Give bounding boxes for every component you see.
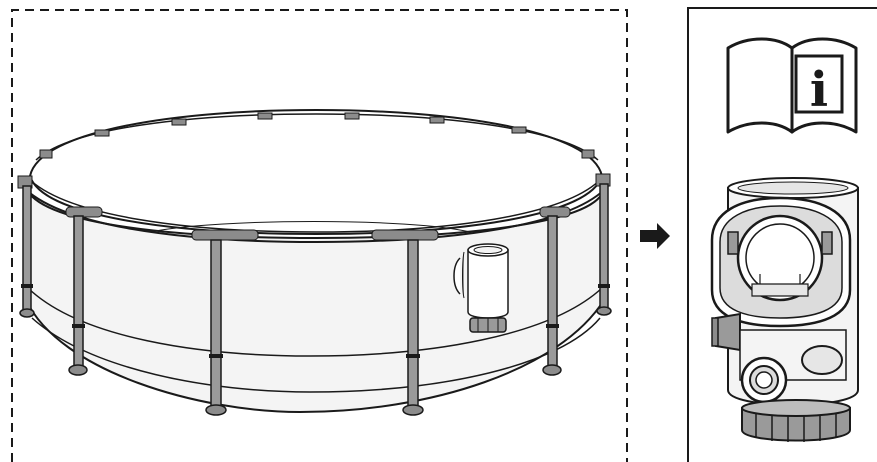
rail-joint [257, 112, 273, 120]
pool-wall-band-lower [31, 317, 601, 393]
pool-foot [19, 308, 35, 318]
pool-foot [596, 306, 612, 316]
leg-strap [72, 324, 85, 328]
inner-rim [149, 221, 471, 233]
pool-leg [407, 239, 419, 409]
pool-leg [210, 239, 222, 409]
rail-joint [429, 116, 445, 124]
pool-foot [542, 364, 562, 376]
rail-joint [39, 149, 53, 159]
pool-foot [402, 404, 424, 416]
right-arrow-icon [640, 223, 670, 249]
pool-illustration [17, 108, 612, 416]
leg-strap [209, 354, 223, 358]
wall-mounted-pump [453, 243, 509, 333]
leg-strap [21, 284, 33, 288]
leg-strap [598, 284, 610, 288]
pool-wall-band-upper [27, 287, 603, 357]
dashed-frame [11, 9, 628, 462]
info-letter: i [810, 62, 828, 118]
read-manual-book-icon: i [726, 37, 858, 134]
rail-joint [171, 118, 187, 126]
pool-leg [73, 215, 84, 367]
pool-leg [22, 185, 32, 311]
pool-leg [599, 183, 609, 309]
top-rail-back [35, 113, 599, 161]
rail-joint [581, 149, 595, 159]
rail-joint [94, 129, 110, 137]
rail-joint [65, 206, 103, 218]
filter-pump-housing-icon [710, 177, 859, 442]
pool-leg [547, 215, 558, 367]
pool-foot [68, 364, 88, 376]
leg-strap [546, 324, 559, 328]
rail-joint [371, 229, 439, 241]
leg-strap [406, 354, 420, 358]
pool-foot [205, 404, 227, 416]
right-panel-frame [687, 7, 877, 462]
rail-joint [191, 229, 259, 241]
rail-joint [511, 126, 527, 134]
rail-joint [344, 112, 360, 120]
